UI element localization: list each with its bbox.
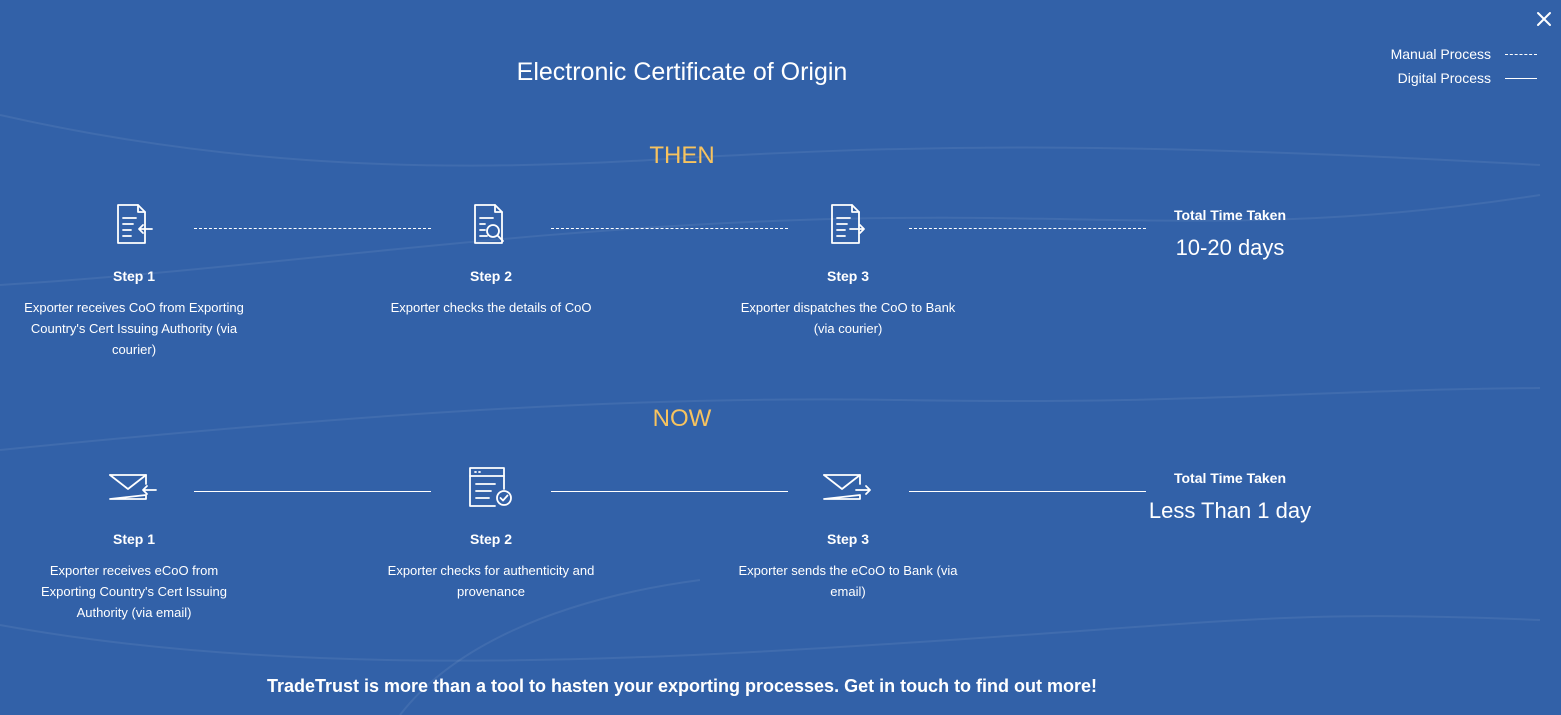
close-icon[interactable] xyxy=(1533,8,1555,30)
legend-manual-label: Manual Process xyxy=(1390,46,1491,62)
envelope-receive-icon xyxy=(109,474,157,500)
document-receive-icon xyxy=(117,204,153,244)
then-total: Total Time Taken 10-20 days xyxy=(1120,207,1340,261)
process-legend: Manual Process Digital Process xyxy=(1391,42,1537,90)
digital-connector-1 xyxy=(194,491,431,492)
now-step-1: Step 1 Exporter receives eCoO from Expor… xyxy=(24,465,244,623)
digital-connector-3 xyxy=(909,491,1146,492)
now-step-1-label: Step 1 xyxy=(112,531,155,547)
now-total: Total Time Taken Less Than 1 day xyxy=(1120,470,1340,524)
now-total-label: Total Time Taken xyxy=(1173,470,1287,486)
solid-line-sample xyxy=(1505,77,1537,79)
footer-cta: TradeTrust is more than a tool to hasten… xyxy=(266,676,1098,696)
now-step-2-desc: Exporter checks for authenticity and pro… xyxy=(387,563,595,599)
then-step-1: Step 1 Exporter receives CoO from Export… xyxy=(24,202,244,360)
legend-manual: Manual Process xyxy=(1391,42,1537,66)
manual-connector-3 xyxy=(909,228,1146,229)
dashed-line-sample xyxy=(1505,53,1537,55)
now-total-value: Less Than 1 day xyxy=(1148,498,1312,523)
page-title: Electronic Certificate of Origin xyxy=(516,58,848,86)
then-total-label: Total Time Taken xyxy=(1173,207,1287,223)
digital-connector-2 xyxy=(551,491,788,492)
then-heading: THEN xyxy=(649,142,715,169)
then-step-2: Step 2 Exporter checks the details of Co… xyxy=(381,202,601,318)
browser-verify-icon xyxy=(469,467,512,507)
then-step-1-desc: Exporter receives CoO from Exporting Cou… xyxy=(24,300,244,357)
now-step-3-label: Step 3 xyxy=(826,531,869,547)
now-step-2: Step 2 Exporter checks for authenticity … xyxy=(381,465,601,602)
now-step-2-label: Step 2 xyxy=(469,531,512,547)
manual-connector-2 xyxy=(551,228,788,229)
manual-connector-1 xyxy=(194,228,431,229)
now-heading: NOW xyxy=(652,405,712,432)
document-search-icon xyxy=(474,204,504,244)
then-step-3-desc: Exporter dispatches the CoO to Bank (via… xyxy=(740,300,956,336)
then-step-2-label: Step 2 xyxy=(469,268,512,284)
document-send-icon xyxy=(831,204,865,244)
legend-digital-label: Digital Process xyxy=(1397,70,1491,86)
now-step-3: Step 3 Exporter sends the eCoO to Bank (… xyxy=(738,465,958,602)
now-step-1-desc: Exporter receives eCoO from Exporting Co… xyxy=(40,563,227,620)
then-step-3: Step 3 Exporter dispatches the CoO to Ba… xyxy=(738,202,958,339)
now-step-3-desc: Exporter sends the eCoO to Bank (via ema… xyxy=(738,563,958,599)
then-total-value: 10-20 days xyxy=(1175,235,1285,260)
envelope-send-icon xyxy=(823,474,871,500)
then-step-1-label: Step 1 xyxy=(112,268,155,284)
legend-digital: Digital Process xyxy=(1391,66,1537,90)
then-step-2-desc: Exporter checks the details of CoO xyxy=(390,300,592,315)
then-step-3-label: Step 3 xyxy=(826,268,869,284)
